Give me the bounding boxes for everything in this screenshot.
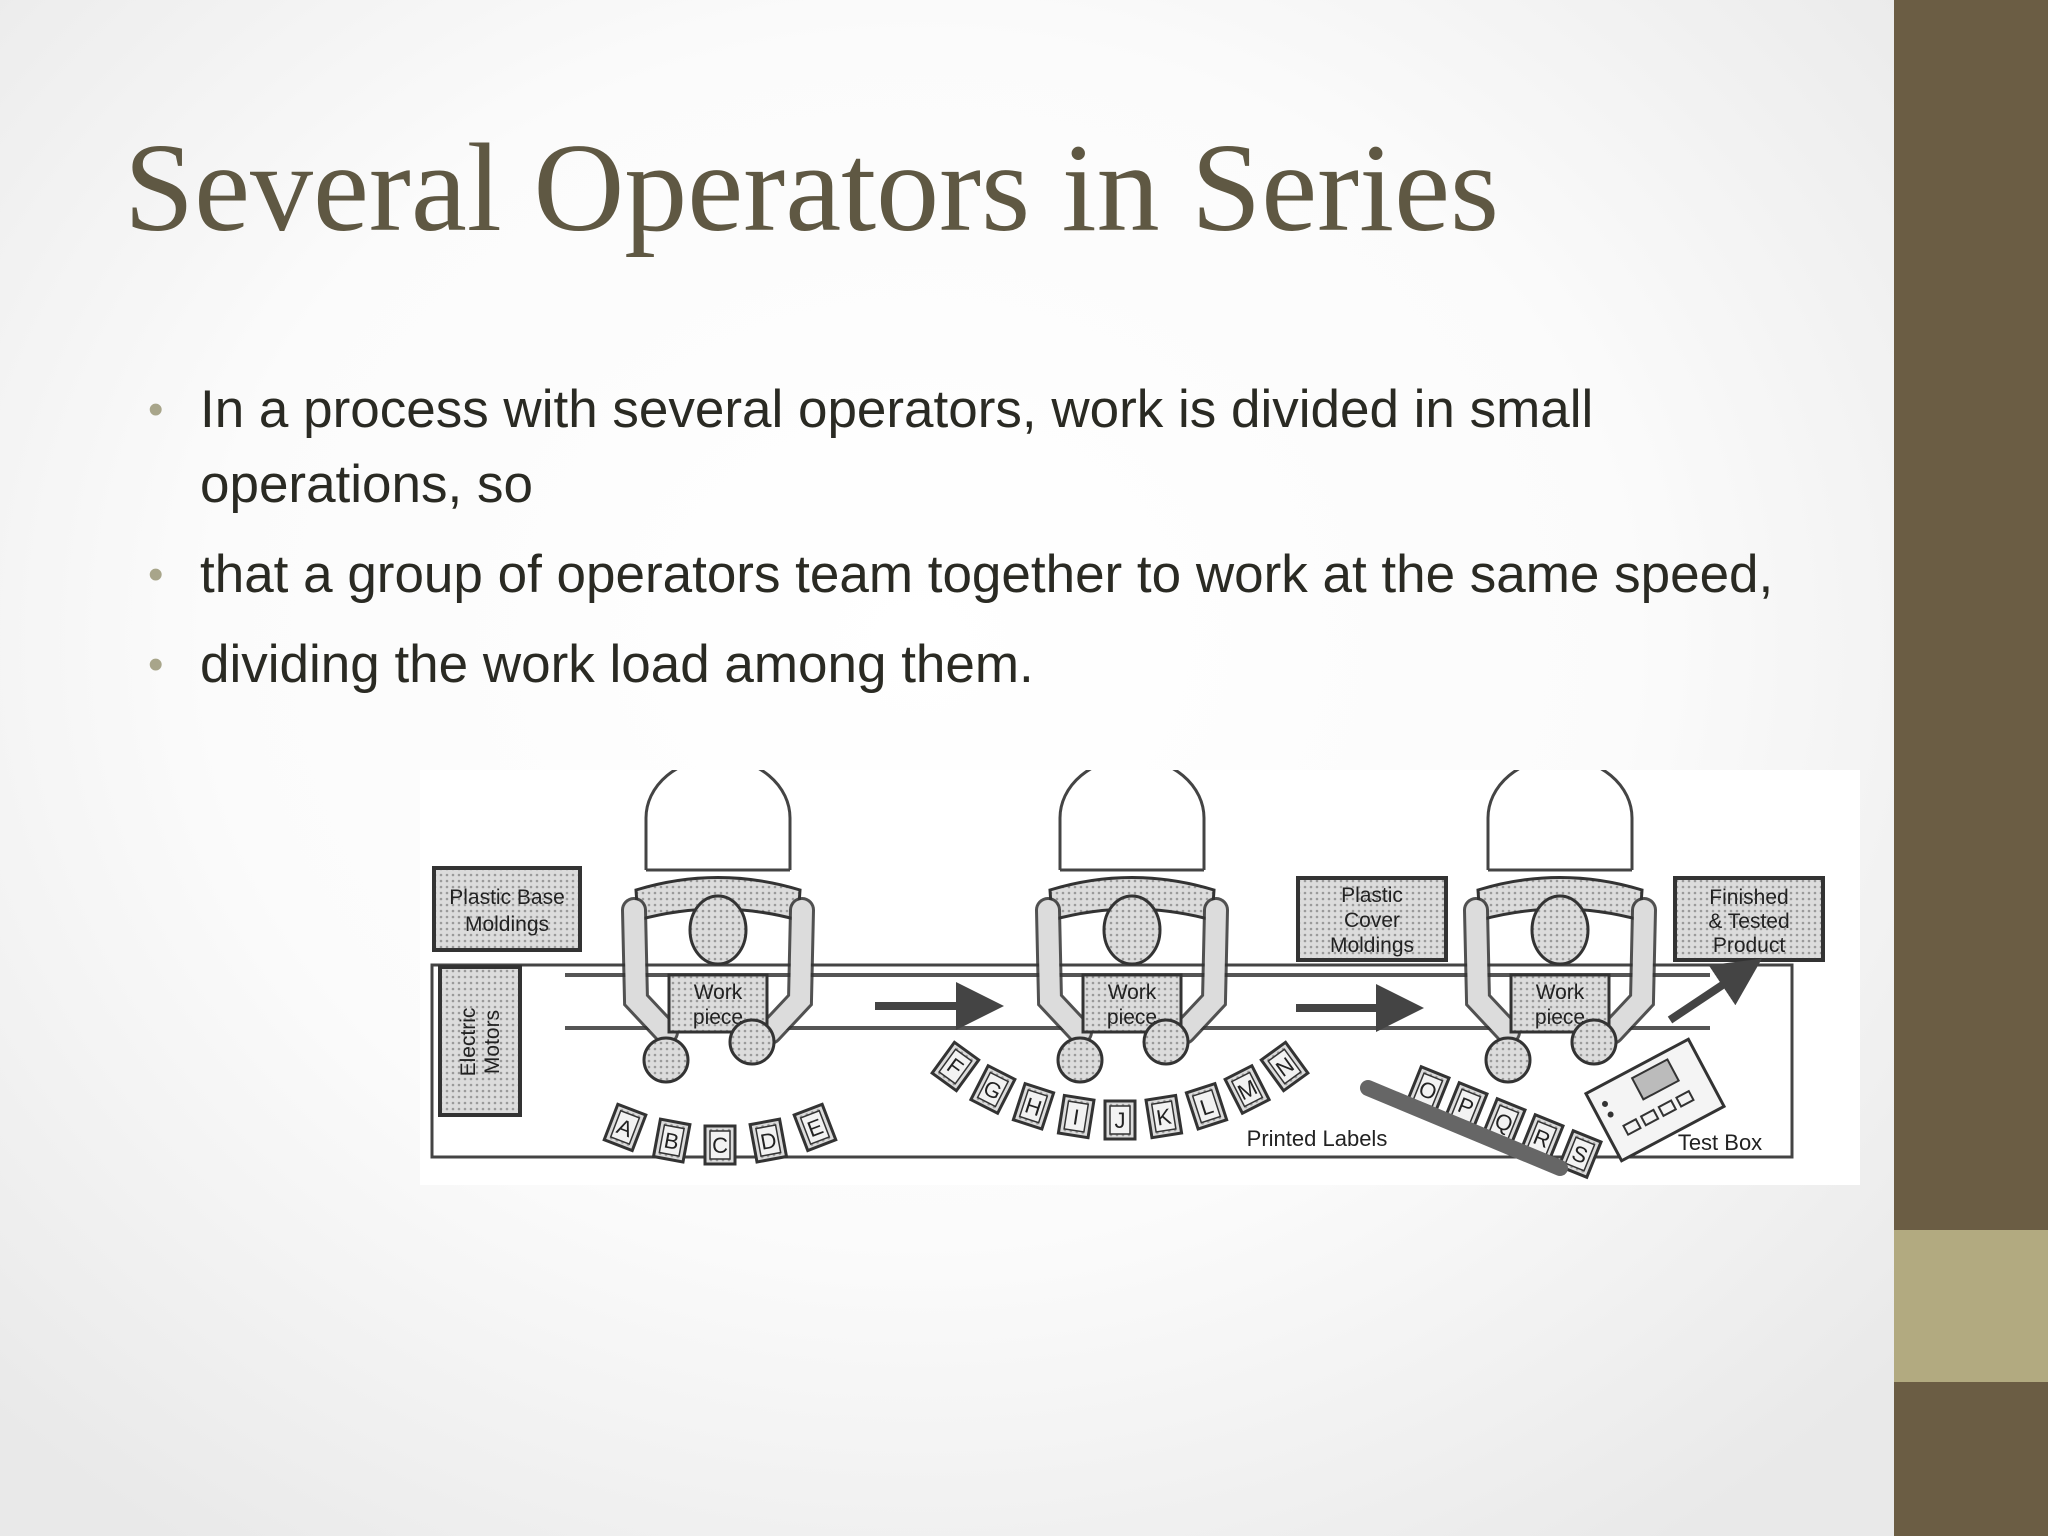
label-tile: N bbox=[1259, 1040, 1310, 1093]
label-tile: M bbox=[1223, 1063, 1272, 1116]
bullet-item: • In a process with several operators, wo… bbox=[148, 372, 1788, 522]
label-tile: L bbox=[1184, 1081, 1229, 1131]
assembly-line-svg: Plastic Base Moldings Electric Motors Pl… bbox=[420, 756, 1860, 1185]
plastic-base-bin: Plastic Base Moldings bbox=[432, 866, 582, 952]
label-tile: C bbox=[703, 1124, 737, 1166]
label-tile: J bbox=[1103, 1099, 1137, 1141]
bullet-text: that a group of operators team together … bbox=[200, 545, 1774, 604]
label-tile: D bbox=[748, 1117, 789, 1164]
electric-motors-bin: Electric Motors bbox=[438, 965, 522, 1117]
label-tile: G bbox=[968, 1063, 1017, 1116]
label-tile-letter: H bbox=[1022, 1092, 1045, 1121]
label-tile-letter: D bbox=[758, 1127, 778, 1154]
workpiece-label-1: Work bbox=[1536, 981, 1585, 1004]
plastic-base-label-1: Plastic Base bbox=[449, 886, 565, 909]
label-tile: A bbox=[602, 1102, 648, 1153]
bullet-item: • dividing the work load among them. bbox=[148, 627, 1788, 702]
bullet-list: • In a process with several operators, wo… bbox=[148, 372, 1788, 717]
bullet-item: • that a group of operators team together… bbox=[148, 537, 1788, 612]
workpiece-label-2: piece bbox=[1107, 1006, 1157, 1029]
electric-motors-label-2: Motors bbox=[481, 1010, 504, 1074]
plastic-cover-label-3: Moldings bbox=[1330, 934, 1414, 957]
workpiece-label-1: Work bbox=[1108, 981, 1157, 1004]
bullet-dot-icon: • bbox=[148, 640, 164, 689]
label-tile: H bbox=[1011, 1081, 1056, 1131]
finished-product-bin: Finished & Tested Product bbox=[1673, 876, 1825, 962]
label-tile: S bbox=[1557, 1128, 1603, 1180]
label-tile: F bbox=[930, 1040, 981, 1093]
label-strip bbox=[1360, 1080, 1568, 1176]
label-tile: B bbox=[651, 1117, 692, 1164]
test-box-caption: Test Box bbox=[1678, 1130, 1762, 1155]
label-tile: I bbox=[1056, 1093, 1096, 1140]
bullet-dot-icon: • bbox=[148, 385, 164, 434]
label-tile-letter: C bbox=[712, 1133, 728, 1158]
finished-label-2: & Tested bbox=[1708, 910, 1789, 933]
electric-motors-label-1: Electric bbox=[457, 1008, 480, 1077]
plastic-cover-label-2: Cover bbox=[1344, 909, 1400, 932]
bullet-text: In a process with several operators, wor… bbox=[200, 380, 1594, 514]
operator-3: Work piece bbox=[1463, 756, 1657, 1084]
label-tile-letter: B bbox=[662, 1127, 681, 1154]
plastic-base-label-2: Moldings bbox=[465, 913, 549, 936]
printed-labels-caption: Printed Labels bbox=[1247, 1126, 1388, 1151]
plastic-cover-bin: Plastic Cover Moldings bbox=[1296, 876, 1448, 962]
plastic-cover-label-1: Plastic bbox=[1341, 884, 1403, 907]
operator-1: Work piece bbox=[621, 756, 815, 1084]
assembly-line-diagram: Plastic Base Moldings Electric Motors Pl… bbox=[420, 756, 1860, 1185]
finished-label-1: Finished bbox=[1709, 886, 1788, 909]
bullet-text: dividing the work load among them. bbox=[200, 635, 1034, 694]
slide-title: Several Operators in Series bbox=[124, 119, 1500, 258]
finished-label-3: Product bbox=[1713, 934, 1786, 957]
workpiece-label-2: piece bbox=[1535, 1006, 1585, 1029]
label-tile-letter: I bbox=[1071, 1104, 1081, 1130]
test-box: Test Box bbox=[1583, 1037, 1762, 1163]
label-tile: K bbox=[1144, 1093, 1184, 1140]
label-tile-letter: K bbox=[1155, 1104, 1174, 1131]
workbench-outline bbox=[430, 963, 1794, 1159]
label-tile: E bbox=[792, 1102, 838, 1153]
label-tile-letter: J bbox=[1115, 1108, 1126, 1133]
workpiece-label-1: Work bbox=[694, 981, 743, 1004]
output-arrow-icon bbox=[1667, 958, 1762, 1024]
bullet-dot-icon: • bbox=[148, 550, 164, 599]
side-band-accent bbox=[1894, 1230, 2048, 1382]
operator-2: Work piece bbox=[1035, 756, 1229, 1084]
workpiece-label-2: piece bbox=[693, 1006, 743, 1029]
